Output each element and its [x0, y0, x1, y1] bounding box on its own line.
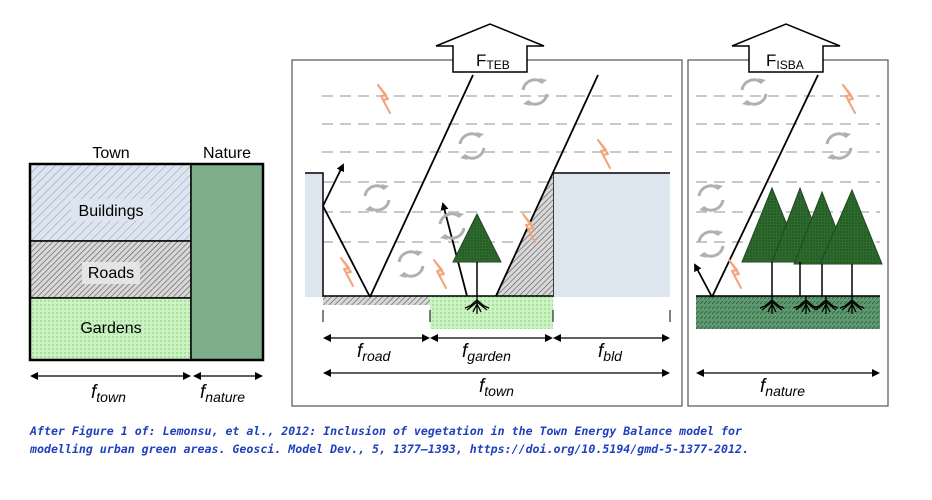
isba-forest	[741, 186, 883, 315]
f-nature-label: fnature	[200, 382, 245, 405]
f-nature-isba-label: fnature	[760, 376, 805, 399]
teb-panel: FTEB froad fgarden fbld ftown	[291, 23, 683, 407]
f-teb-label: FTEB	[476, 51, 510, 72]
urban-land-surface-diagram: Town Nature Buildings Roads Gardens ftow…	[28, 23, 889, 407]
f-bld-label: fbld	[598, 341, 623, 364]
teb-road-surface	[323, 296, 430, 305]
roads-label: Roads	[88, 265, 134, 282]
f-isba-up-arrow	[731, 23, 841, 73]
f-town-label: ftown	[91, 382, 126, 405]
f-teb-up-arrow	[435, 23, 545, 73]
roads-label-bg	[82, 262, 140, 284]
teb-building-right	[553, 173, 670, 297]
caption-line-2: modelling urban green areas. Geosci. Mod…	[30, 442, 749, 456]
town-label: Town	[92, 145, 129, 162]
town-nature-frame	[28, 162, 265, 362]
teb-building-left	[305, 173, 323, 297]
buildings-label-bg	[71, 199, 151, 221]
teb-garden-surface	[430, 296, 553, 329]
f-garden-label: fgarden	[462, 341, 511, 364]
f-isba-label: FISBA	[766, 51, 804, 72]
gardens-label: Gardens	[80, 320, 141, 337]
teb-dimension-markers	[322, 310, 671, 377]
nature-label: Nature	[203, 145, 251, 162]
gardens-area	[29, 297, 192, 361]
figure-caption: After Figure 1 of: Lemonsu, et al., 2012…	[30, 422, 920, 458]
f-town-teb-label: ftown	[479, 376, 514, 399]
isba-panel: FISBA fnature	[687, 23, 889, 407]
teb-radiation-rays	[322, 74, 599, 298]
left-panel: Town Nature Buildings Roads Gardens ftow…	[28, 145, 265, 405]
teb-building-left-outline	[305, 172, 324, 297]
buildings-label: Buildings	[79, 203, 144, 220]
nature-area	[190, 163, 264, 361]
caption-line-1: After Figure 1 of: Lemonsu, et al., 2012…	[30, 424, 742, 438]
f-road-label: froad	[357, 341, 392, 364]
